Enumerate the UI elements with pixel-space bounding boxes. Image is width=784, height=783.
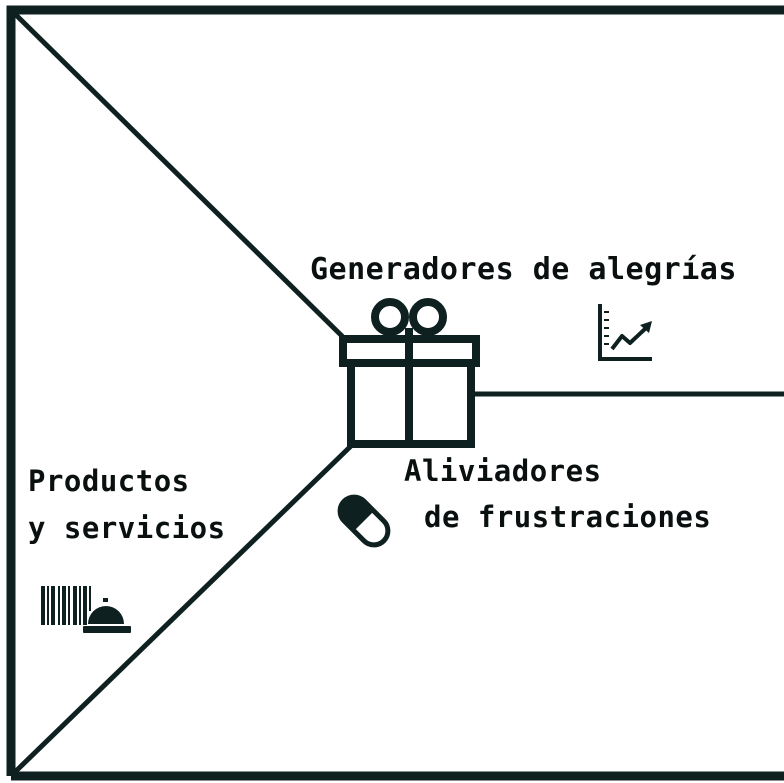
frame-border xyxy=(6,5,784,781)
pain-relievers-label-line2: de frustraciones xyxy=(424,500,712,534)
divider-bottom-left xyxy=(13,443,354,774)
products-services-label-line1: Productos xyxy=(28,464,190,498)
pain-relievers-label-line1: Aliviadores xyxy=(404,454,602,488)
products-services-label-line2: y servicios xyxy=(28,511,226,545)
pill-icon xyxy=(337,494,391,548)
gain-creators-label: Generadores de alegrías xyxy=(310,252,737,287)
barcode-service-bell-icon xyxy=(41,586,131,633)
gift-icon xyxy=(339,298,480,448)
divider-top-left xyxy=(13,12,348,342)
growth-chart-icon xyxy=(598,304,652,361)
